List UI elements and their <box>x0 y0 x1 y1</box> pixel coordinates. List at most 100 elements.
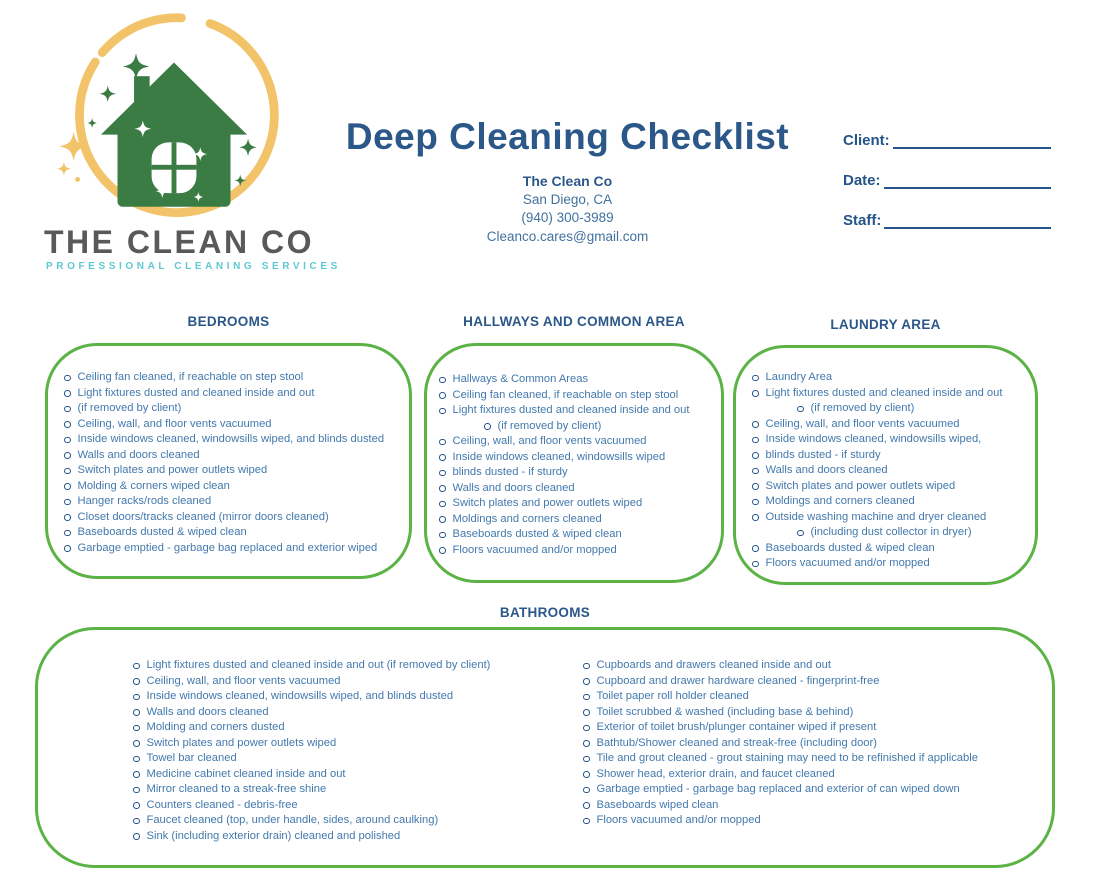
checklist-item-text: Switch plates and power outlets wiped <box>452 497 643 509</box>
section-title-hallways: HALLWAYS AND COMMON AREA <box>463 314 685 329</box>
checklist-item: Counters cleaned - debris-free <box>133 798 583 814</box>
logo-tagline: PROFESSIONAL CLEANING SERVICES <box>46 261 341 272</box>
checklist-item: Floors vacuumed and/or mopped <box>752 556 1029 572</box>
bullet-icon <box>752 498 759 505</box>
bullet-icon <box>439 469 446 476</box>
bullet-icon <box>583 662 590 669</box>
page-title: Deep Cleaning Checklist <box>345 116 790 157</box>
checklist-item: Moldings and corners cleaned <box>752 494 1029 510</box>
checklist-item: Inside windows cleaned, windowsills wipe… <box>64 432 399 448</box>
bullet-icon <box>64 483 71 490</box>
bullet-icon <box>439 438 446 445</box>
checklist-item: Inside windows cleaned, windowsills wipe… <box>752 432 1029 448</box>
checklist-item: Switch plates and power outlets wiped <box>64 463 399 479</box>
checklist-item: Light fixtures dusted and cleaned inside… <box>752 386 1029 402</box>
checklist-item: (if removed by client) <box>439 419 715 435</box>
checklist-item-text: Walls and doors cleaned <box>765 464 888 476</box>
bullet-icon <box>64 405 71 412</box>
bullet-icon <box>583 740 590 747</box>
checklist-item: Baseboards dusted & wiped clean <box>64 525 399 541</box>
checklist-item-text: Inside windows cleaned, windowsills wipe… <box>146 690 454 702</box>
checklist-item: Toilet paper roll holder cleaned <box>583 689 1032 705</box>
bullet-icon <box>752 560 759 567</box>
bullet-icon <box>484 423 491 430</box>
checklist-item-text: Light fixtures dusted and cleaned inside… <box>765 386 1003 399</box>
bullet-icon <box>797 405 804 412</box>
checklist-item-text: (including dust collector in dryer) <box>810 526 972 538</box>
checklist-item-text: Ceiling, wall, and floor vents vacuumed <box>765 417 960 430</box>
checklist-item: Light fixtures dusted and cleaned inside… <box>133 658 583 674</box>
form-fields: Client: Date: Staff: <box>843 130 1051 250</box>
checklist-item: blinds dusted - if sturdy <box>439 465 715 481</box>
checklist-item-text: Shower head, exterior drain, and faucet … <box>596 767 835 780</box>
checklist-item-text: Exterior of toilet brush/plunger contain… <box>596 721 877 733</box>
bullet-icon <box>583 724 590 731</box>
checklist-item-text: Cupboard and drawer hardware cleaned - f… <box>596 674 880 687</box>
checklist-item: Exterior of toilet brush/plunger contain… <box>583 720 1032 736</box>
checklist-item: Light fixtures dusted and cleaned inside… <box>64 386 399 402</box>
bullet-icon <box>797 529 804 536</box>
checklist-item: Tile and grout cleaned - grout staining … <box>583 751 1032 767</box>
checklist-item: Bathtub/Shower cleaned and streak-free (… <box>583 736 1032 752</box>
checklist-item: Garbage emptied - garbage bag replaced a… <box>583 782 1032 798</box>
checklist-item-text: Molding & corners wiped clean <box>77 479 230 492</box>
checklist-item-text: (if removed by client) <box>497 419 602 432</box>
checklist-item: (if removed by client) <box>64 401 399 417</box>
checklist-item: Baseboards dusted & wiped clean <box>752 541 1029 557</box>
date-field: Date: <box>843 170 1051 189</box>
bullet-icon <box>439 376 446 383</box>
bullet-icon <box>583 817 590 824</box>
checklist-item: Switch plates and power outlets wiped <box>439 496 715 512</box>
bullet-icon <box>439 407 446 414</box>
checklist-item: Ceiling, wall, and floor vents vacuumed <box>64 417 399 433</box>
client-field-blank-line <box>892 132 1051 149</box>
company-phone: (940) 300-3989 <box>521 210 614 225</box>
company-email: Cleanco.cares@gmail.com <box>486 228 649 244</box>
checklist-item: Inside windows cleaned, windowsills wipe… <box>133 689 583 705</box>
date-field-blank-line <box>883 172 1051 189</box>
checklist-item: Walls and doors cleaned <box>64 448 399 464</box>
bullet-icon <box>752 514 759 521</box>
checklist-item-text: Baseboards dusted & wiped clean <box>77 526 247 538</box>
checklist-item-text: Hallways & Common Areas <box>452 373 589 385</box>
checklist-item-text: Walls and doors cleaned <box>452 481 575 494</box>
bullet-icon <box>752 421 759 428</box>
company-location: San Diego, CA <box>522 191 613 207</box>
checklist-item: Switch plates and power outlets wiped <box>133 736 583 752</box>
checklist-item: Garbage emptied - garbage bag replaced a… <box>64 541 399 557</box>
checklist-item-text: Towel bar cleaned <box>146 752 237 764</box>
checklist-item: Shower head, exterior drain, and faucet … <box>583 767 1032 783</box>
checklist-item: Inside windows cleaned, windowsills wipe… <box>439 450 715 466</box>
checklist-item-text: Bathtub/Shower cleaned and streak-free (… <box>596 736 877 749</box>
bullet-icon <box>133 724 140 731</box>
checklist-item: Walls and doors cleaned <box>752 463 1029 479</box>
bedrooms-checklist-box: Ceiling fan cleaned, if reachable on ste… <box>45 343 412 579</box>
staff-field-label: Staff: <box>843 212 882 229</box>
bullet-icon <box>64 545 71 552</box>
checklist-item-text: Ceiling, wall, and floor vents vacuumed <box>146 674 341 687</box>
checklist-item: (including dust collector in dryer) <box>752 525 1029 541</box>
checklist-item-text: Garbage emptied - garbage bag replaced a… <box>77 541 378 554</box>
checklist-item: Molding and corners dusted <box>133 720 583 736</box>
checklist-item-text: Floors vacuumed and/or mopped <box>596 814 761 826</box>
checklist-item-text: Walls and doors cleaned <box>146 705 269 718</box>
checklist-item-text: Toilet scrubbed & washed (including base… <box>596 705 854 718</box>
checklist-item-text: Moldings and corners cleaned <box>452 512 602 525</box>
checklist-item-text: Light fixtures dusted and cleaned inside… <box>77 386 315 399</box>
checklist-item: Floors vacuumed and/or mopped <box>583 813 1032 829</box>
checklist-item: Laundry Area <box>752 370 1029 386</box>
bullet-icon <box>64 498 71 505</box>
checklist-item-text: Hanger racks/rods cleaned <box>77 495 212 507</box>
bullet-icon <box>133 755 140 762</box>
staff-field: Staff: <box>843 210 1051 229</box>
checklist-item-text: Counters cleaned - debris-free <box>146 798 298 811</box>
checklist-item: Cupboard and drawer hardware cleaned - f… <box>583 674 1032 690</box>
checklist-item-text: Inside windows cleaned, windowsills wipe… <box>77 433 385 445</box>
checklist-item: Ceiling, wall, and floor vents vacuumed <box>133 674 583 690</box>
checklist-item: Faucet cleaned (top, under handle, sides… <box>133 813 583 829</box>
section-title-laundry: LAUNDRY AREA <box>830 317 941 332</box>
checklist-item: Closet doors/tracks cleaned (mirror door… <box>64 510 399 526</box>
